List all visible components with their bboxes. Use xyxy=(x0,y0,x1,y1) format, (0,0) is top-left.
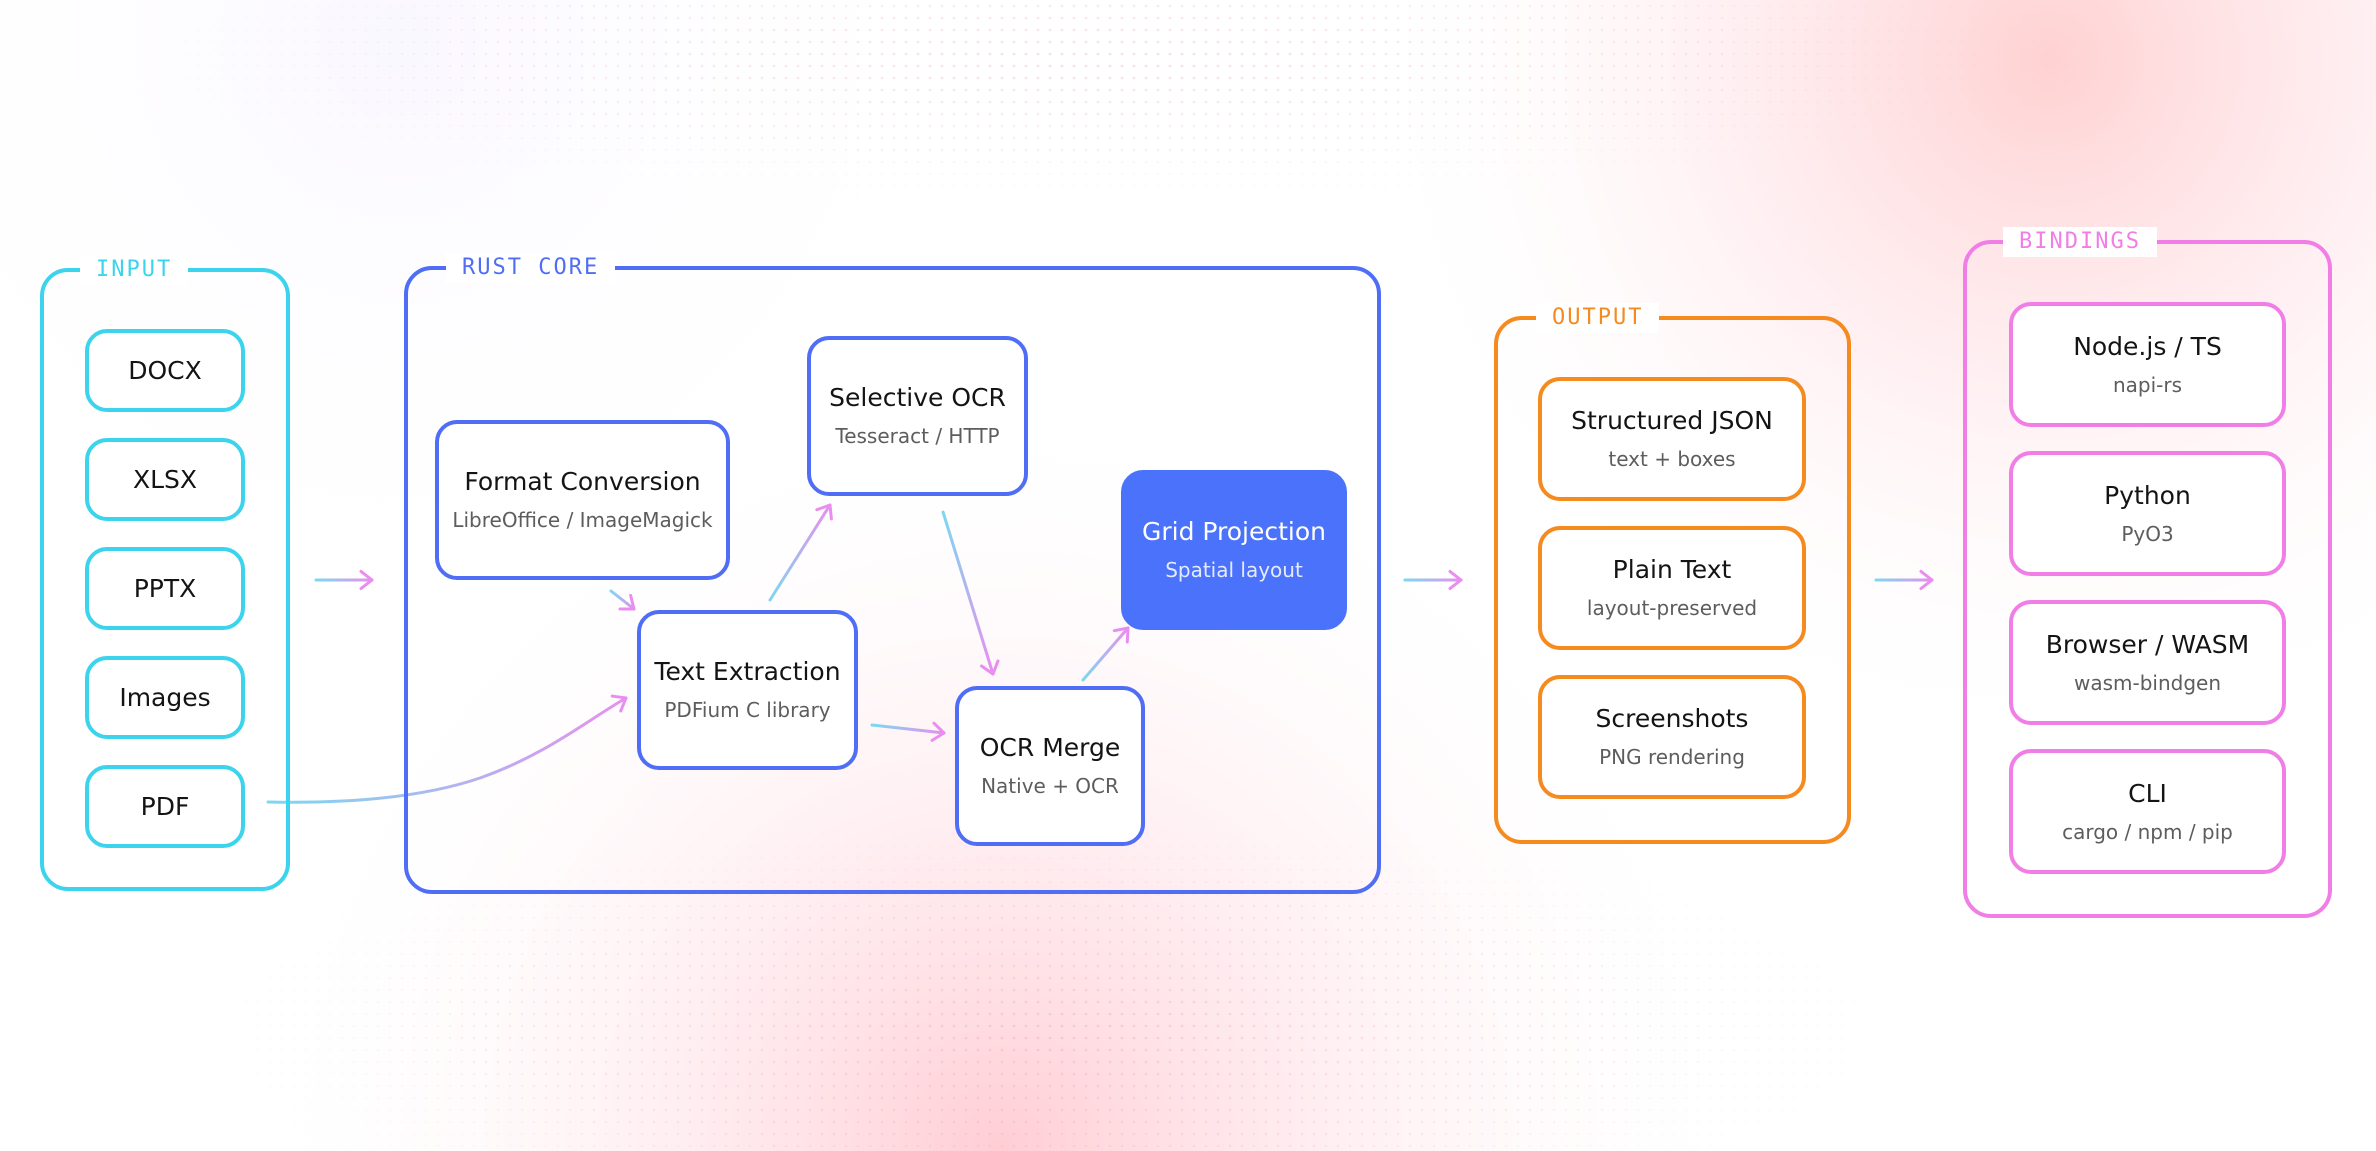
input-node-label: XLSX xyxy=(132,464,198,494)
arrow-selective-ocr-to-merge-head xyxy=(980,659,1000,676)
text-extraction-node[interactable]: Text Extraction PDFium C library xyxy=(637,610,858,770)
node-subtitle: napi-rs xyxy=(2112,372,2183,397)
input-node-docx[interactable]: DOCX xyxy=(85,329,245,412)
binding-node-cli[interactable]: CLI cargo / npm / pip xyxy=(2009,749,2286,874)
node-title: Python xyxy=(2104,480,2191,510)
rust-core-group-label: RUST CORE xyxy=(446,253,616,283)
input-node-label: PPTX xyxy=(133,573,197,603)
ocr-merge-node[interactable]: OCR Merge Native + OCR xyxy=(955,686,1145,846)
output-node-screenshots[interactable]: Screenshots PNG rendering xyxy=(1538,675,1806,799)
arrow-text-to-merge-line xyxy=(870,723,946,735)
node-subtitle: PNG rendering xyxy=(1599,745,1745,769)
arrow-pdf-to-text-extraction-head xyxy=(610,694,628,713)
node-title: Grid Projection xyxy=(1141,517,1327,546)
bindings-group-label: BINDINGS xyxy=(2003,227,2157,257)
node-title: Text Extraction xyxy=(654,657,841,686)
output-group: OUTPUT xyxy=(1494,303,1851,844)
rust-core-group: RUST CORE xyxy=(404,253,1381,894)
input-node-pdf[interactable]: PDF xyxy=(85,765,245,848)
arrow-merge-to-grid-head xyxy=(1112,626,1130,644)
node-subtitle: layout-preserved xyxy=(1586,596,1758,620)
input-node-label: Images xyxy=(119,682,211,712)
node-title: Structured JSON xyxy=(1571,406,1773,435)
node-title: CLI xyxy=(2128,778,2167,808)
node-title: Screenshots xyxy=(1595,704,1749,733)
arrow-merge-to-grid-line xyxy=(1081,626,1130,682)
arrow-text-to-selective-ocr-line xyxy=(768,503,832,602)
node-subtitle: LibreOffice / ImageMagick xyxy=(452,508,713,532)
format-conversion-node[interactable]: Format Conversion LibreOffice / ImageMag… xyxy=(435,420,730,580)
node-subtitle: cargo / npm / pip xyxy=(2062,819,2233,844)
arrow-input-to-core-head xyxy=(359,569,374,591)
grid-projection-node[interactable]: Grid Projection Spatial layout xyxy=(1121,470,1347,630)
input-node-label: PDF xyxy=(140,791,190,821)
arrow-output-to-bindings-head xyxy=(1919,569,1934,591)
arrow-format-to-text-line xyxy=(609,589,636,611)
node-subtitle: Spatial layout xyxy=(1165,558,1303,582)
node-title: Format Conversion xyxy=(464,467,701,496)
node-title: Browser / WASM xyxy=(2045,629,2250,659)
node-subtitle: PDFium C library xyxy=(664,698,831,722)
arrow-text-to-selective-ocr-head xyxy=(815,503,833,521)
input-node-images[interactable]: Images xyxy=(85,656,245,739)
node-subtitle: Native + OCR xyxy=(981,774,1119,798)
output-node-plain-text[interactable]: Plain Text layout-preserved xyxy=(1538,526,1806,650)
node-subtitle: Tesseract / HTTP xyxy=(835,424,1000,448)
bindings-group: BINDINGS xyxy=(1963,227,2332,918)
output-node-structured-json[interactable]: Structured JSON text + boxes xyxy=(1538,377,1806,501)
input-group: INPUT xyxy=(40,255,290,891)
node-title: Selective OCR xyxy=(829,383,1006,412)
arrow-core-to-output-head xyxy=(1448,569,1463,591)
binding-node-wasm[interactable]: Browser / WASM wasm-bindgen xyxy=(2009,600,2286,725)
arrow-selective-ocr-to-merge-line xyxy=(941,510,995,676)
arrow-pdf-to-text-extraction-line xyxy=(266,696,628,804)
input-group-label: INPUT xyxy=(80,255,189,285)
binding-node-nodejs[interactable]: Node.js / TS napi-rs xyxy=(2009,302,2286,427)
node-subtitle: PyO3 xyxy=(2121,521,2174,546)
input-node-label: DOCX xyxy=(128,355,202,385)
arrow-format-to-text-head xyxy=(618,593,636,611)
selective-ocr-node[interactable]: Selective OCR Tesseract / HTTP xyxy=(807,336,1028,496)
input-node-pptx[interactable]: PPTX xyxy=(85,547,245,630)
arrow-text-to-merge-head xyxy=(930,721,946,742)
node-title: Node.js / TS xyxy=(2073,331,2222,361)
node-title: Plain Text xyxy=(1612,555,1732,584)
output-group-label: OUTPUT xyxy=(1536,303,1660,333)
node-subtitle: wasm-bindgen xyxy=(2073,670,2222,695)
binding-node-python[interactable]: Python PyO3 xyxy=(2009,451,2286,576)
node-subtitle: text + boxes xyxy=(1608,447,1736,471)
node-title: OCR Merge xyxy=(979,733,1121,762)
input-node-xlsx[interactable]: XLSX xyxy=(85,438,245,521)
